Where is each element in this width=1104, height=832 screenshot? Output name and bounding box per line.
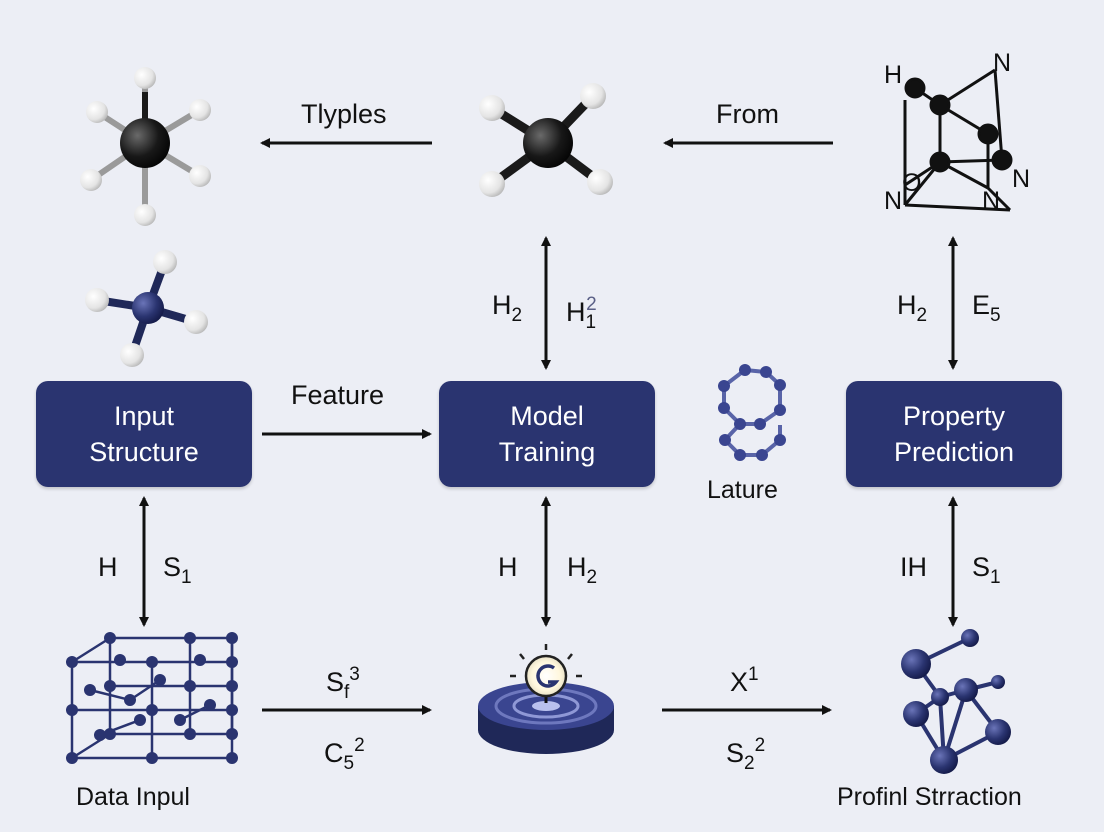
crystal-lattice-icon bbox=[66, 632, 238, 764]
edge-label-bottom-left-b: C52 bbox=[324, 735, 365, 774]
edge-label-feature: Feature bbox=[291, 380, 385, 410]
input-bottom-label-right: S1 bbox=[163, 552, 192, 588]
glowing-disc-icon bbox=[478, 644, 614, 754]
cage-label-h: H bbox=[884, 61, 903, 89]
edge-label-lature: Lature bbox=[707, 476, 778, 504]
edge-label-bottom-left-a: Sf3 bbox=[326, 664, 360, 703]
cage-label-n-top: N bbox=[993, 49, 1012, 77]
property-prediction-node: Property Prediction bbox=[846, 381, 1062, 487]
property-top-label-left: H2 bbox=[897, 290, 928, 326]
caption-profile-extraction: Profinl Strraction bbox=[837, 783, 1022, 811]
input-structure-node: Input Structure bbox=[36, 381, 252, 487]
methane-molecule-icon bbox=[479, 83, 613, 197]
cage-label-n-bottom: N bbox=[982, 187, 1001, 215]
model-top-label-right: H12 bbox=[566, 294, 597, 333]
model-top-label-left: H2 bbox=[492, 290, 523, 326]
edge-label-bottom-right-a: X1 bbox=[730, 664, 759, 697]
property-bottom-label-left: IH bbox=[900, 552, 927, 582]
octahedral-molecule-icon bbox=[80, 67, 211, 226]
edge-label-bottom-right-b: S22 bbox=[726, 735, 766, 774]
molecular-graph-icon bbox=[901, 629, 1011, 774]
ring-molecule-icon bbox=[718, 364, 786, 461]
cage-molecule-icon bbox=[903, 68, 1013, 212]
ammonium-molecule-icon bbox=[85, 250, 208, 367]
arrows bbox=[139, 138, 958, 715]
property-top-label-right: E5 bbox=[972, 290, 1001, 326]
model-bottom-label-right: H2 bbox=[567, 552, 598, 588]
caption-data-input: Data Inpul bbox=[76, 783, 190, 811]
cage-label-n-right: N bbox=[1012, 165, 1031, 193]
cage-label-o: O bbox=[902, 169, 922, 197]
model-training-node: Model Training bbox=[439, 381, 655, 487]
edge-label-top-right: From bbox=[716, 99, 779, 129]
edge-label-top-left: Tlyples bbox=[301, 99, 387, 129]
property-bottom-label-right: S1 bbox=[972, 552, 1001, 588]
cage-label-n-left: N bbox=[884, 187, 903, 215]
input-bottom-label-left: H bbox=[98, 552, 118, 582]
model-bottom-label-left: H bbox=[498, 552, 518, 582]
